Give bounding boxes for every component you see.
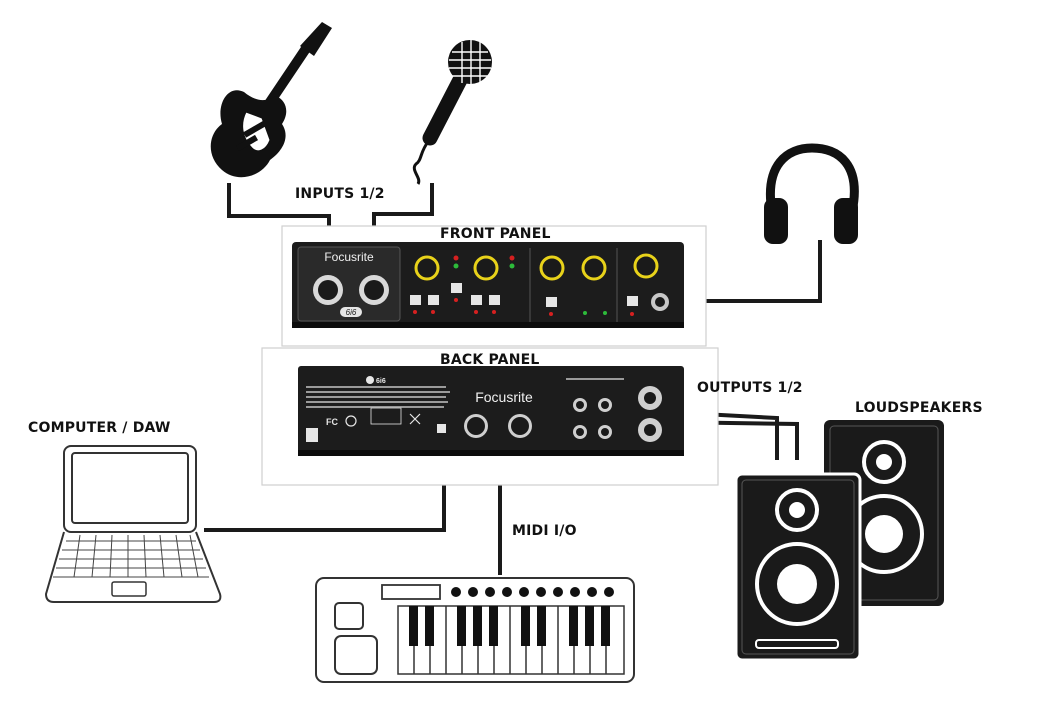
loudspeakers-label: LOUDSPEAKERS bbox=[855, 400, 983, 416]
back-model-text: 6i6 bbox=[376, 378, 386, 385]
gain-knob-2 bbox=[473, 255, 499, 281]
keyboard-black-keys bbox=[409, 606, 610, 646]
front-logo-text: 6i6 bbox=[346, 308, 357, 317]
monitor-mix-knob bbox=[581, 255, 607, 281]
headphone-cable bbox=[690, 240, 822, 303]
svg-text:FC: FC bbox=[326, 417, 338, 427]
headphones-icon bbox=[764, 143, 859, 244]
front-brand-text: Focusrite bbox=[324, 250, 374, 264]
headphone-level-knob bbox=[633, 253, 659, 279]
loudspeaker-front-icon bbox=[734, 472, 862, 662]
gain-knob-1 bbox=[414, 255, 440, 281]
inputs-label: INPUTS 1/2 bbox=[295, 186, 385, 202]
midi-io-label: MIDI I/O bbox=[512, 523, 577, 539]
front-panel-device: Focusrite 6i6 bbox=[292, 242, 684, 328]
kensington-lock-icon bbox=[306, 428, 318, 442]
back-panel-label: BACK PANEL bbox=[440, 352, 540, 368]
laptop-icon bbox=[44, 445, 222, 603]
back-brand-text: Focusrite bbox=[475, 389, 533, 405]
front-panel-label: FRONT PANEL bbox=[440, 226, 551, 242]
electric-guitar-icon bbox=[210, 22, 332, 178]
keyboard-knob-row bbox=[451, 587, 614, 597]
back-panel-device: 6i6 FC Focusrite bbox=[298, 366, 684, 456]
midi-keyboard-icon bbox=[315, 577, 635, 683]
usb-cable bbox=[204, 468, 446, 532]
monitor-knob bbox=[539, 255, 565, 281]
outputs-label: OUTPUTS 1/2 bbox=[697, 380, 803, 396]
computer-daw-label: COMPUTER / DAW bbox=[28, 420, 171, 436]
usb-port bbox=[437, 424, 446, 433]
microphone-icon bbox=[412, 40, 492, 185]
